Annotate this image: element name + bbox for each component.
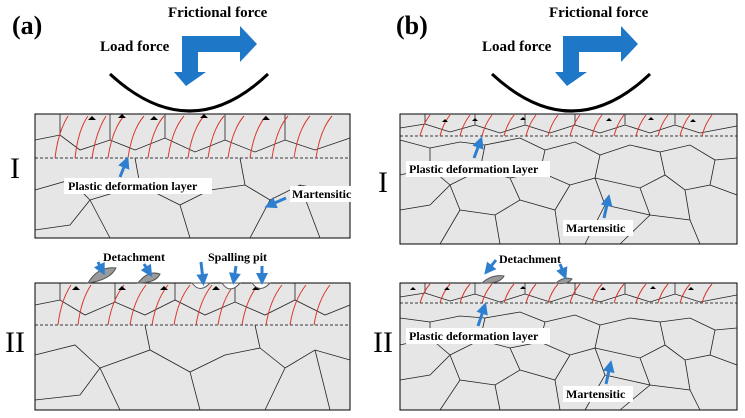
panel-a-detach-label: Detachment — [103, 250, 165, 264]
panel-a-detach-arrow-1-icon — [93, 261, 105, 276]
panel-b-tag: (b) — [396, 11, 428, 40]
panel-b-row-2-layer-label: Plastic deformation layer — [409, 329, 539, 343]
panel-a-row-1-matrix-label: Martensitic — [292, 187, 352, 201]
panel-b-frictional-force-label: Frictional force — [549, 5, 649, 21]
panel-a-row-2-dislocation-marks — [72, 286, 260, 290]
panel-a-tag: (a) — [12, 11, 42, 40]
panel-b-row-1-layer-label-bg — [406, 161, 550, 177]
panel-a-row-1-roman: I — [10, 152, 20, 185]
panel-b-row-1-layer-arrow-icon — [472, 136, 484, 159]
panel-a-row-2-slip-lines — [57, 284, 331, 326]
panel-a-row-1-matrix-arrow-icon — [264, 196, 287, 209]
panel-a-spall-arrow-2-icon — [228, 265, 241, 285]
panel-b-row-1-layer-label: Plastic deformation layer — [409, 162, 539, 176]
panel-b-row-2-layer-label-bg — [406, 328, 550, 344]
panel-a-row-1-layer-label-bg — [64, 178, 212, 194]
panel-b: (b) Frictional force Load force I Plasti… — [373, 5, 738, 411]
panel-a-row-2: II Detachment Spalling pit — [5, 250, 351, 411]
panel-a-detachment-flake-2 — [136, 272, 161, 284]
panel-b-detachment-flake-2 — [554, 277, 573, 284]
panel-a-row-1-slip-lines — [54, 115, 333, 159]
panel-b-detach-arrow-1-icon — [484, 259, 498, 275]
panel-b-force-arrow-icon — [555, 26, 638, 86]
panel-b-row-1-slip-lines — [419, 114, 713, 137]
panel-a-row-1-matrix-label-bg — [290, 186, 358, 202]
panel-a-spall-label: Spalling pit — [208, 250, 267, 264]
panel-b-row-2-slip-lines — [419, 283, 713, 304]
panel-b-row-1-matrix-arrow-icon — [600, 194, 613, 219]
panel-b-detach-label: Detachment — [499, 252, 561, 266]
panel-b-row-2-matrix-label-bg — [563, 386, 633, 402]
panel-a-spall-arrow-1-icon — [196, 261, 209, 286]
panel-a-row-1-layer-arrow-icon — [118, 156, 130, 178]
panel-a: (a) Frictional force Load force I Plasti… — [5, 5, 358, 411]
panel-b-detach-arrow-2-icon — [556, 263, 568, 280]
panel-b-row-2-matrix-label: Martensitic — [566, 387, 626, 401]
panel-b-row-2-grain-boundaries — [399, 283, 738, 411]
panel-a-counterface-arc — [108, 72, 270, 113]
panel-b-row-2: II Detachment Plastic deformation layer … — [373, 252, 738, 411]
panel-a-frictional-force-label: Frictional force — [168, 5, 268, 21]
panel-a-row-2-grain-boundaries — [34, 283, 351, 411]
panel-b-row-1-matrix-label-bg — [563, 220, 633, 236]
panel-a-row-1-dislocation-marks — [88, 114, 270, 120]
panel-a-detachment-flake-1 — [87, 267, 117, 284]
panel-a-row-1: I Plastic deformation layer Martensitic — [10, 113, 358, 239]
panel-a-row-2-specimen — [34, 282, 351, 411]
panel-a-row-1-layer-label: Plastic deformation layer — [68, 179, 198, 193]
panel-b-row-1-roman: I — [378, 166, 388, 199]
panel-b-row-2-matrix-arrow-icon — [602, 360, 615, 385]
panel-b-detachment-flake-1 — [480, 275, 505, 284]
panel-a-load-force-label: Load force — [100, 39, 170, 55]
panel-b-row-1-matrix-label: Martensitic — [566, 221, 626, 235]
panel-a-row-1-grain-boundaries — [34, 114, 351, 239]
panel-a-row-2-roman: II — [5, 326, 25, 359]
panel-b-row-1: I Plastic deformation layer Martensitic — [378, 113, 738, 245]
panel-a-force-arrow-icon — [174, 26, 257, 86]
panel-b-load-force-label: Load force — [482, 39, 552, 55]
panel-b-row-2-roman: II — [373, 326, 393, 359]
panel-a-detach-arrow-2-icon — [140, 263, 153, 278]
panel-b-row-2-layer-arrow-icon — [476, 302, 488, 327]
panel-b-counterface-arc — [490, 72, 652, 113]
panel-a-row-1-specimen — [34, 113, 351, 239]
